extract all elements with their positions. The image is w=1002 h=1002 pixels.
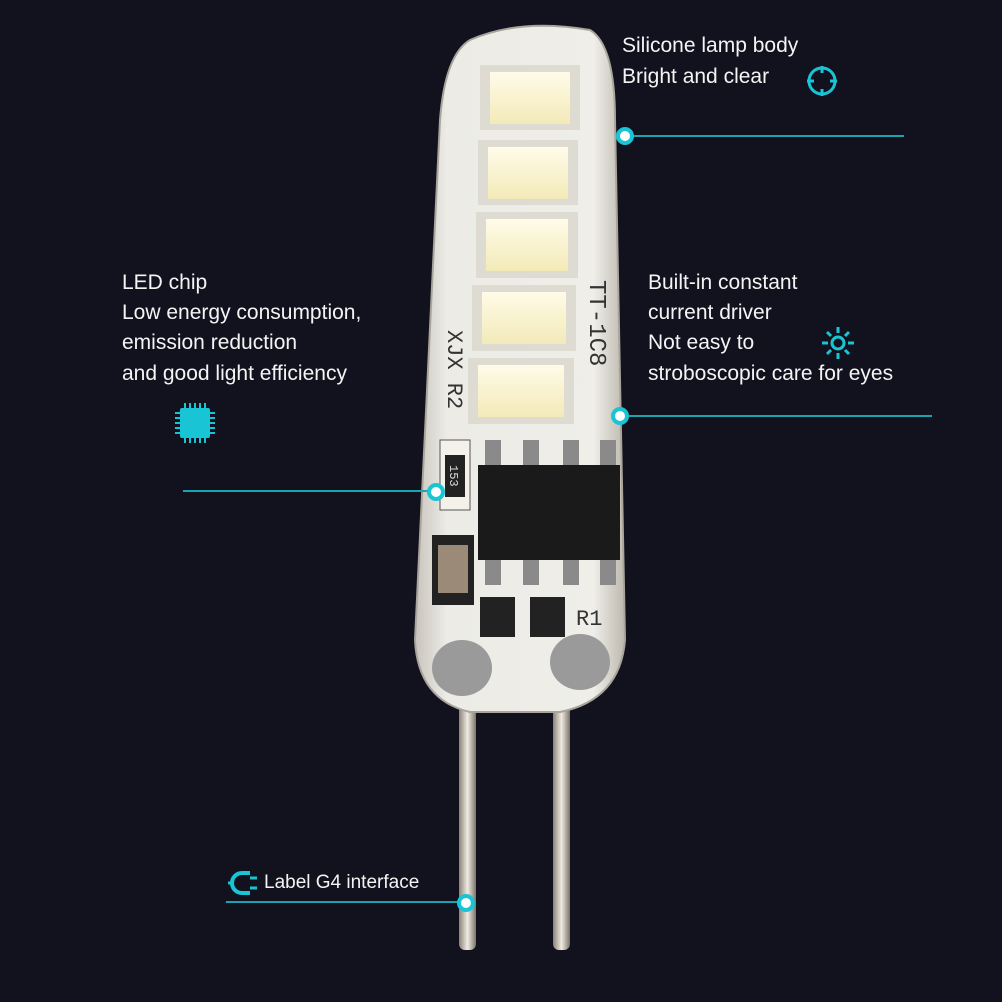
plug-icon — [228, 871, 257, 895]
callout-silicone-desc: Bright and clear — [622, 65, 770, 88]
callout-led-desc-1: Low energy consumption, — [122, 301, 362, 324]
callout-led-desc-3: and good light efficiency — [122, 362, 347, 385]
callout-led-desc-2: emission reduction — [122, 331, 298, 354]
callout-led-title: LED chip — [122, 271, 208, 294]
svg-text:XJX R2: XJX R2 — [441, 330, 466, 409]
sun-icon — [822, 327, 854, 359]
callout-silicone-dot — [616, 127, 634, 145]
crosshair-icon — [807, 66, 837, 96]
callout-silicone-title: Silicone lamp body — [622, 34, 799, 57]
callout-led-dot — [427, 483, 445, 501]
svg-text:TT-1C8: TT-1C8 — [582, 280, 609, 366]
callout-driver-line — [620, 415, 932, 417]
svg-text:R1: R1 — [576, 607, 602, 632]
svg-text:153: 153 — [446, 465, 460, 487]
callout-interface-dot — [457, 894, 475, 912]
callout-silicone-line — [628, 135, 904, 137]
callout-led-line — [183, 490, 435, 492]
callout-driver-title-1: Built-in constant — [648, 271, 798, 294]
led-chips — [468, 65, 580, 424]
callout-driver-desc-1: Not easy to — [648, 331, 755, 354]
callout-driver-dot — [611, 407, 629, 425]
callout-interface-line — [226, 901, 462, 903]
chip-icon — [175, 403, 215, 443]
callout-driver-title-2: current driver — [648, 301, 772, 324]
callout-driver-desc-2: stroboscopic care for eyes — [648, 362, 894, 385]
callout-interface-label: Label G4 interface — [264, 872, 420, 893]
